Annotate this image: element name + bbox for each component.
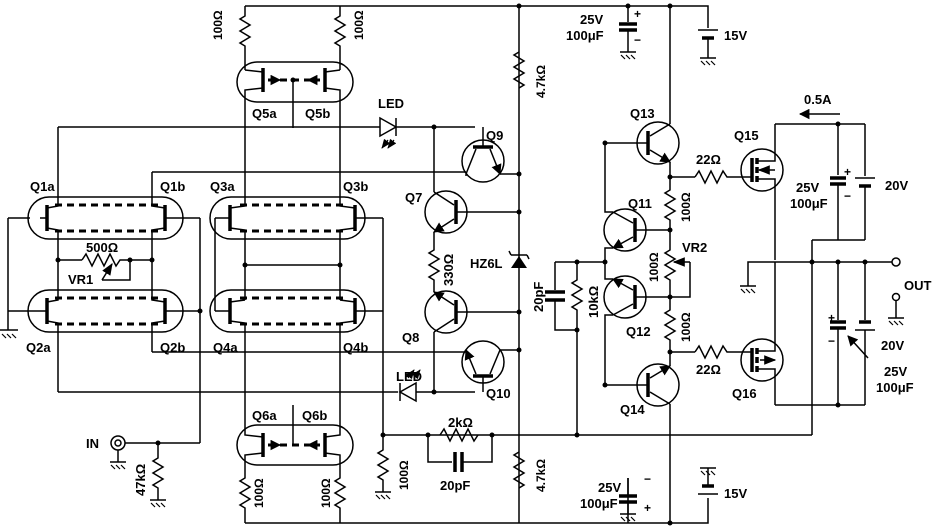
vr2-label: VR2 [682, 240, 707, 255]
q7-label: Q7 [405, 190, 422, 205]
q5b-label: Q5b [305, 106, 330, 121]
cap-bot-value: 100μF [580, 496, 618, 511]
input-stage [110, 218, 203, 508]
vr1-label: VR1 [68, 272, 93, 287]
q2a-label: Q2a [26, 340, 51, 355]
output-stage [740, 108, 904, 408]
q13-label: Q13 [630, 106, 655, 121]
current-label: 0.5A [804, 92, 832, 107]
c20p-label: 20pF [531, 282, 546, 312]
q6b-label: Q6b [302, 408, 327, 423]
r500-label: 500Ω [86, 240, 118, 255]
out-label: OUT [904, 278, 932, 293]
q1a-label: Q1a [30, 179, 55, 194]
q8-label: Q8 [402, 330, 419, 345]
r4k7-bot-label: 4.7kΩ [534, 459, 548, 492]
svg-text:+: + [634, 7, 641, 21]
svg-text:−: − [644, 472, 651, 486]
q1b-label: Q1b [160, 179, 185, 194]
q11-label: Q11 [628, 196, 652, 211]
r-q5a-label: 100Ω [211, 10, 225, 40]
r2k-label: 2kΩ [448, 415, 473, 430]
led-bottom-label: LED [396, 369, 422, 384]
q15-label: Q15 [734, 128, 759, 143]
q6-pair [236, 400, 354, 523]
r100-fb-label: 100Ω [397, 460, 411, 490]
q5a-label: Q5a [252, 106, 277, 121]
svg-text:−: − [844, 189, 851, 203]
q5-pair [236, 6, 354, 128]
vr2-resistor-label: 100Ω [647, 252, 661, 282]
r330-label: 330Ω [441, 254, 456, 286]
battery-20-bottom-label: 20V [881, 338, 904, 353]
r-q6a-label: 100Ω [252, 478, 266, 508]
battery-bottom-label: 15V [724, 486, 747, 501]
led-top [58, 116, 475, 149]
in-label: IN [86, 436, 99, 451]
battery-top-label: 15V [724, 28, 747, 43]
q16-label: Q16 [732, 386, 757, 401]
compensation [545, 259, 605, 438]
r47k-label: 47kΩ [133, 464, 148, 496]
c20p-fb-label: 20pF [440, 478, 470, 493]
supply-bottom [619, 467, 718, 522]
r22-bottom-label: 22Ω [696, 362, 721, 377]
q3b-label: Q3b [343, 179, 368, 194]
cap-q15-value: 100μF [790, 196, 828, 211]
output-drivers [602, 3, 745, 526]
r100-q12-label: 100Ω [679, 312, 693, 342]
q3a-label: Q3a [210, 179, 235, 194]
r100-q11-label: 100Ω [679, 192, 693, 222]
r4k7-top-label: 4.7kΩ [534, 65, 548, 98]
cap-top-voltage: 25V [580, 12, 603, 27]
r22-top-label: 22Ω [696, 152, 721, 167]
feedback-network [375, 405, 813, 500]
cap-q15-voltage: 25V [796, 180, 819, 195]
svg-text:+: + [844, 165, 851, 179]
r10k-label: 10kΩ [586, 286, 601, 318]
r-q6b-label: 100Ω [319, 478, 333, 508]
q14-label: Q14 [620, 402, 645, 417]
svg-text:+: + [828, 311, 835, 325]
driver-stage [152, 51, 530, 489]
battery-20-top-label: 20V [885, 178, 908, 193]
svg-text:−: − [634, 33, 641, 47]
svg-text:−: − [828, 334, 835, 348]
cap-top-value: 100μF [566, 28, 604, 43]
led-top-label: LED [378, 96, 404, 111]
q9-label: Q9 [486, 128, 503, 143]
q6a-label: Q6a [252, 408, 277, 423]
hz6l-label: HZ6L [470, 256, 503, 271]
q12-label: Q12 [626, 324, 651, 339]
cap-q16-voltage: 25V [884, 364, 907, 379]
svg-text:+: + [644, 501, 651, 515]
cap-bot-voltage: 25V [598, 480, 621, 495]
q3-q4-pairs [209, 120, 384, 435]
cap-q16-value: 100μF [876, 380, 914, 395]
r-q5b-label: 100Ω [352, 10, 366, 40]
q1-q2-pairs [0, 127, 200, 392]
q10-label: Q10 [486, 386, 511, 401]
supply-top [516, 3, 718, 66]
